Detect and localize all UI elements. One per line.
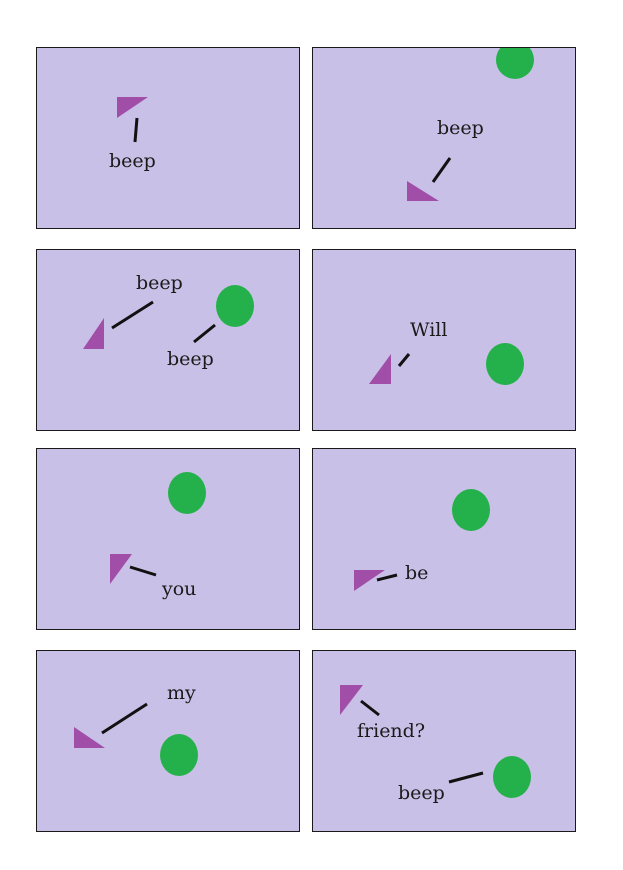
circle-character <box>216 285 254 327</box>
speech-line-triangle <box>360 699 380 717</box>
speech-line-triangle <box>111 300 154 330</box>
panel-1-art <box>117 97 148 143</box>
triangle-character <box>83 318 104 349</box>
speech-text-triangle: Will <box>410 319 448 341</box>
comic-panel-5: you <box>36 448 300 630</box>
speech-text-circle: beep <box>167 348 214 370</box>
speech-text-triangle: beep <box>136 272 183 294</box>
circle-character <box>496 48 534 79</box>
triangle-character <box>354 570 385 591</box>
speech-text-triangle: beep <box>109 150 156 172</box>
circle-character <box>160 734 198 776</box>
panel-5-art <box>110 472 206 584</box>
speech-text-triangle: friend? <box>357 720 426 742</box>
speech-line <box>133 117 139 143</box>
speech-text-triangle: be <box>405 562 429 584</box>
comic-panel-8: friend? beep <box>312 650 576 832</box>
triangle-character <box>110 554 132 584</box>
comic-panel-6: be <box>312 448 576 630</box>
triangle-character <box>117 97 148 118</box>
circle-character <box>168 472 206 514</box>
panel-6-art <box>354 489 490 591</box>
comic-panel-7: my <box>36 650 300 832</box>
panel-8-art <box>340 685 531 798</box>
speech-line-circle <box>448 771 484 784</box>
speech-line <box>376 573 398 582</box>
comic-panel-3: beep beep <box>36 249 300 431</box>
triangle-character <box>340 685 363 715</box>
speech-line <box>101 702 148 735</box>
speech-line-circle <box>193 323 216 344</box>
triangle-character <box>74 727 105 748</box>
speech-line <box>129 565 157 577</box>
speech-line <box>431 157 452 183</box>
comic-panel-2: beep <box>312 47 576 229</box>
panel-2-art <box>407 48 534 201</box>
comic-panel-1: beep <box>36 47 300 229</box>
triangle-character <box>407 181 439 201</box>
panel-3-art <box>83 285 254 349</box>
speech-text-circle: beep <box>398 782 445 804</box>
panel-4-art <box>369 343 524 385</box>
circle-character <box>486 343 524 385</box>
comic-panel-4: Will <box>312 249 576 431</box>
triangle-character <box>369 354 391 384</box>
speech-line <box>397 353 411 367</box>
speech-text-triangle: beep <box>437 117 484 139</box>
speech-text-triangle: you <box>162 578 197 600</box>
circle-character <box>452 489 490 531</box>
panel-7-art <box>74 702 198 776</box>
speech-text-triangle: my <box>167 682 196 704</box>
circle-character <box>493 756 531 798</box>
